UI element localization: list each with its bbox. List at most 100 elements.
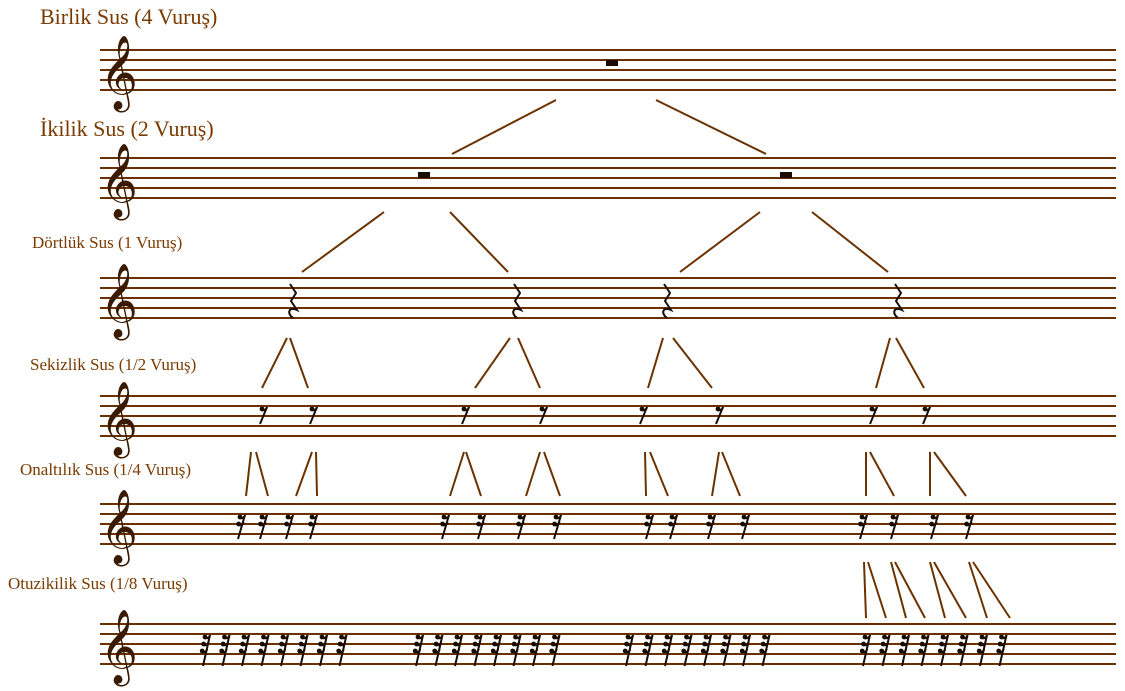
division-connector (867, 561, 887, 619)
quarter-rest (512, 283, 524, 319)
division-connector (929, 561, 946, 619)
thirty-second-rest (957, 634, 969, 667)
thirty-second-rest (642, 634, 654, 667)
quarter-rest (662, 283, 674, 319)
division-connector (543, 451, 561, 497)
thirty-second-rest (219, 634, 231, 667)
eighth-rest (309, 406, 318, 425)
thirty-second-rest (412, 634, 424, 667)
thirty-second-rest (297, 634, 309, 667)
division-connector (315, 451, 318, 497)
eighth-rest (715, 406, 724, 425)
row-label-4: Sekizlik Sus (1/2 Vuruş) (30, 355, 196, 374)
division-connector (449, 211, 509, 273)
staff-4: 𝄞 (100, 382, 1116, 459)
division-connector (451, 99, 557, 155)
division-connector (295, 451, 313, 497)
treble-clef-icon: 𝄞 (100, 382, 138, 459)
thirty-second-rest (432, 634, 444, 667)
division-connector (711, 451, 720, 497)
thirty-second-rest (529, 634, 541, 667)
thirty-second-rest (549, 634, 561, 667)
division-connector (245, 451, 252, 497)
sixteenth-rest (552, 514, 562, 540)
half-rest (418, 172, 430, 178)
sixteenth-rest (476, 514, 486, 540)
division-connector (449, 451, 465, 497)
division-connector (875, 337, 891, 389)
sixteenth-rest (516, 514, 526, 540)
thirty-second-rest (238, 634, 250, 667)
eighth-rest (922, 406, 931, 425)
quarter-rest (893, 283, 905, 319)
division-connector (647, 337, 664, 389)
thirty-second-rest (879, 634, 891, 667)
thirty-second-rest (451, 634, 463, 667)
division-connector (255, 451, 269, 497)
treble-clef-icon: 𝄞 (100, 610, 138, 687)
thirty-second-rest (720, 634, 732, 667)
staff-5: 𝄞 (100, 490, 1116, 567)
division-connector (933, 451, 967, 497)
thirty-second-rest (277, 634, 289, 667)
division-connector (474, 337, 511, 389)
half-rest (780, 172, 792, 178)
thirty-second-rest (937, 634, 949, 667)
thirty-second-rest (918, 634, 930, 667)
row-label-5: Onaltılık Sus (1/4 Vuruş) (20, 460, 191, 479)
thirty-second-rest (316, 634, 328, 667)
treble-clef-icon: 𝄞 (100, 490, 138, 567)
thirty-second-rest (976, 634, 988, 667)
sixteenth-rest (284, 514, 294, 540)
eighth-rest (539, 406, 548, 425)
eighth-rest (869, 406, 878, 425)
quarter-rest (288, 283, 300, 319)
sixteenth-rest (644, 514, 654, 540)
staff-1: 𝄞 (100, 36, 1116, 113)
division-connector (863, 561, 867, 619)
row-label-2: İkilik Sus (2 Vuruş) (40, 116, 214, 141)
thirty-second-rest (739, 634, 751, 667)
row-label-1: Birlik Sus (4 Vuruş) (40, 4, 217, 29)
thirty-second-rest (661, 634, 673, 667)
thirty-second-rest (681, 634, 693, 667)
thirty-second-rest (199, 634, 211, 667)
division-connector (649, 451, 669, 497)
thirty-second-rest (898, 634, 910, 667)
sixteenth-rest (668, 514, 678, 540)
division-connector (301, 211, 385, 273)
division-connector (933, 561, 967, 619)
division-connector (972, 561, 1011, 619)
eighth-rest (639, 406, 648, 425)
eighth-rest (461, 406, 470, 425)
division-connector (261, 337, 288, 389)
treble-clef-icon: 𝄞 (100, 144, 138, 221)
division-connector (644, 451, 647, 497)
division-connector (890, 561, 907, 619)
division-connector (968, 561, 988, 619)
division-connector (869, 451, 895, 497)
division-connector (679, 211, 761, 273)
sixteenth-rest (258, 514, 268, 540)
thirty-second-rest (490, 634, 502, 667)
staff-3: 𝄞 (100, 264, 1116, 341)
row-label-3: Dörtlük Sus (1 Vuruş) (32, 233, 182, 252)
thirty-second-rest (336, 634, 348, 667)
division-connector (465, 451, 482, 497)
sixteenth-rest (889, 514, 899, 540)
division-connector (721, 451, 741, 497)
sixteenth-rest (706, 514, 716, 540)
staff-2: 𝄞 (100, 144, 1116, 221)
sixteenth-rest (929, 514, 939, 540)
sixteenth-rest (236, 514, 246, 540)
thirty-second-rest (258, 634, 270, 667)
thirty-second-rest (471, 634, 483, 667)
thirty-second-rest (700, 634, 712, 667)
division-connector (525, 451, 541, 497)
treble-clef-icon: 𝄞 (100, 36, 138, 113)
sixteenth-rest (740, 514, 750, 540)
whole-rest (606, 60, 618, 66)
thirty-second-rest (859, 634, 871, 667)
sixteenth-rest (964, 514, 974, 540)
